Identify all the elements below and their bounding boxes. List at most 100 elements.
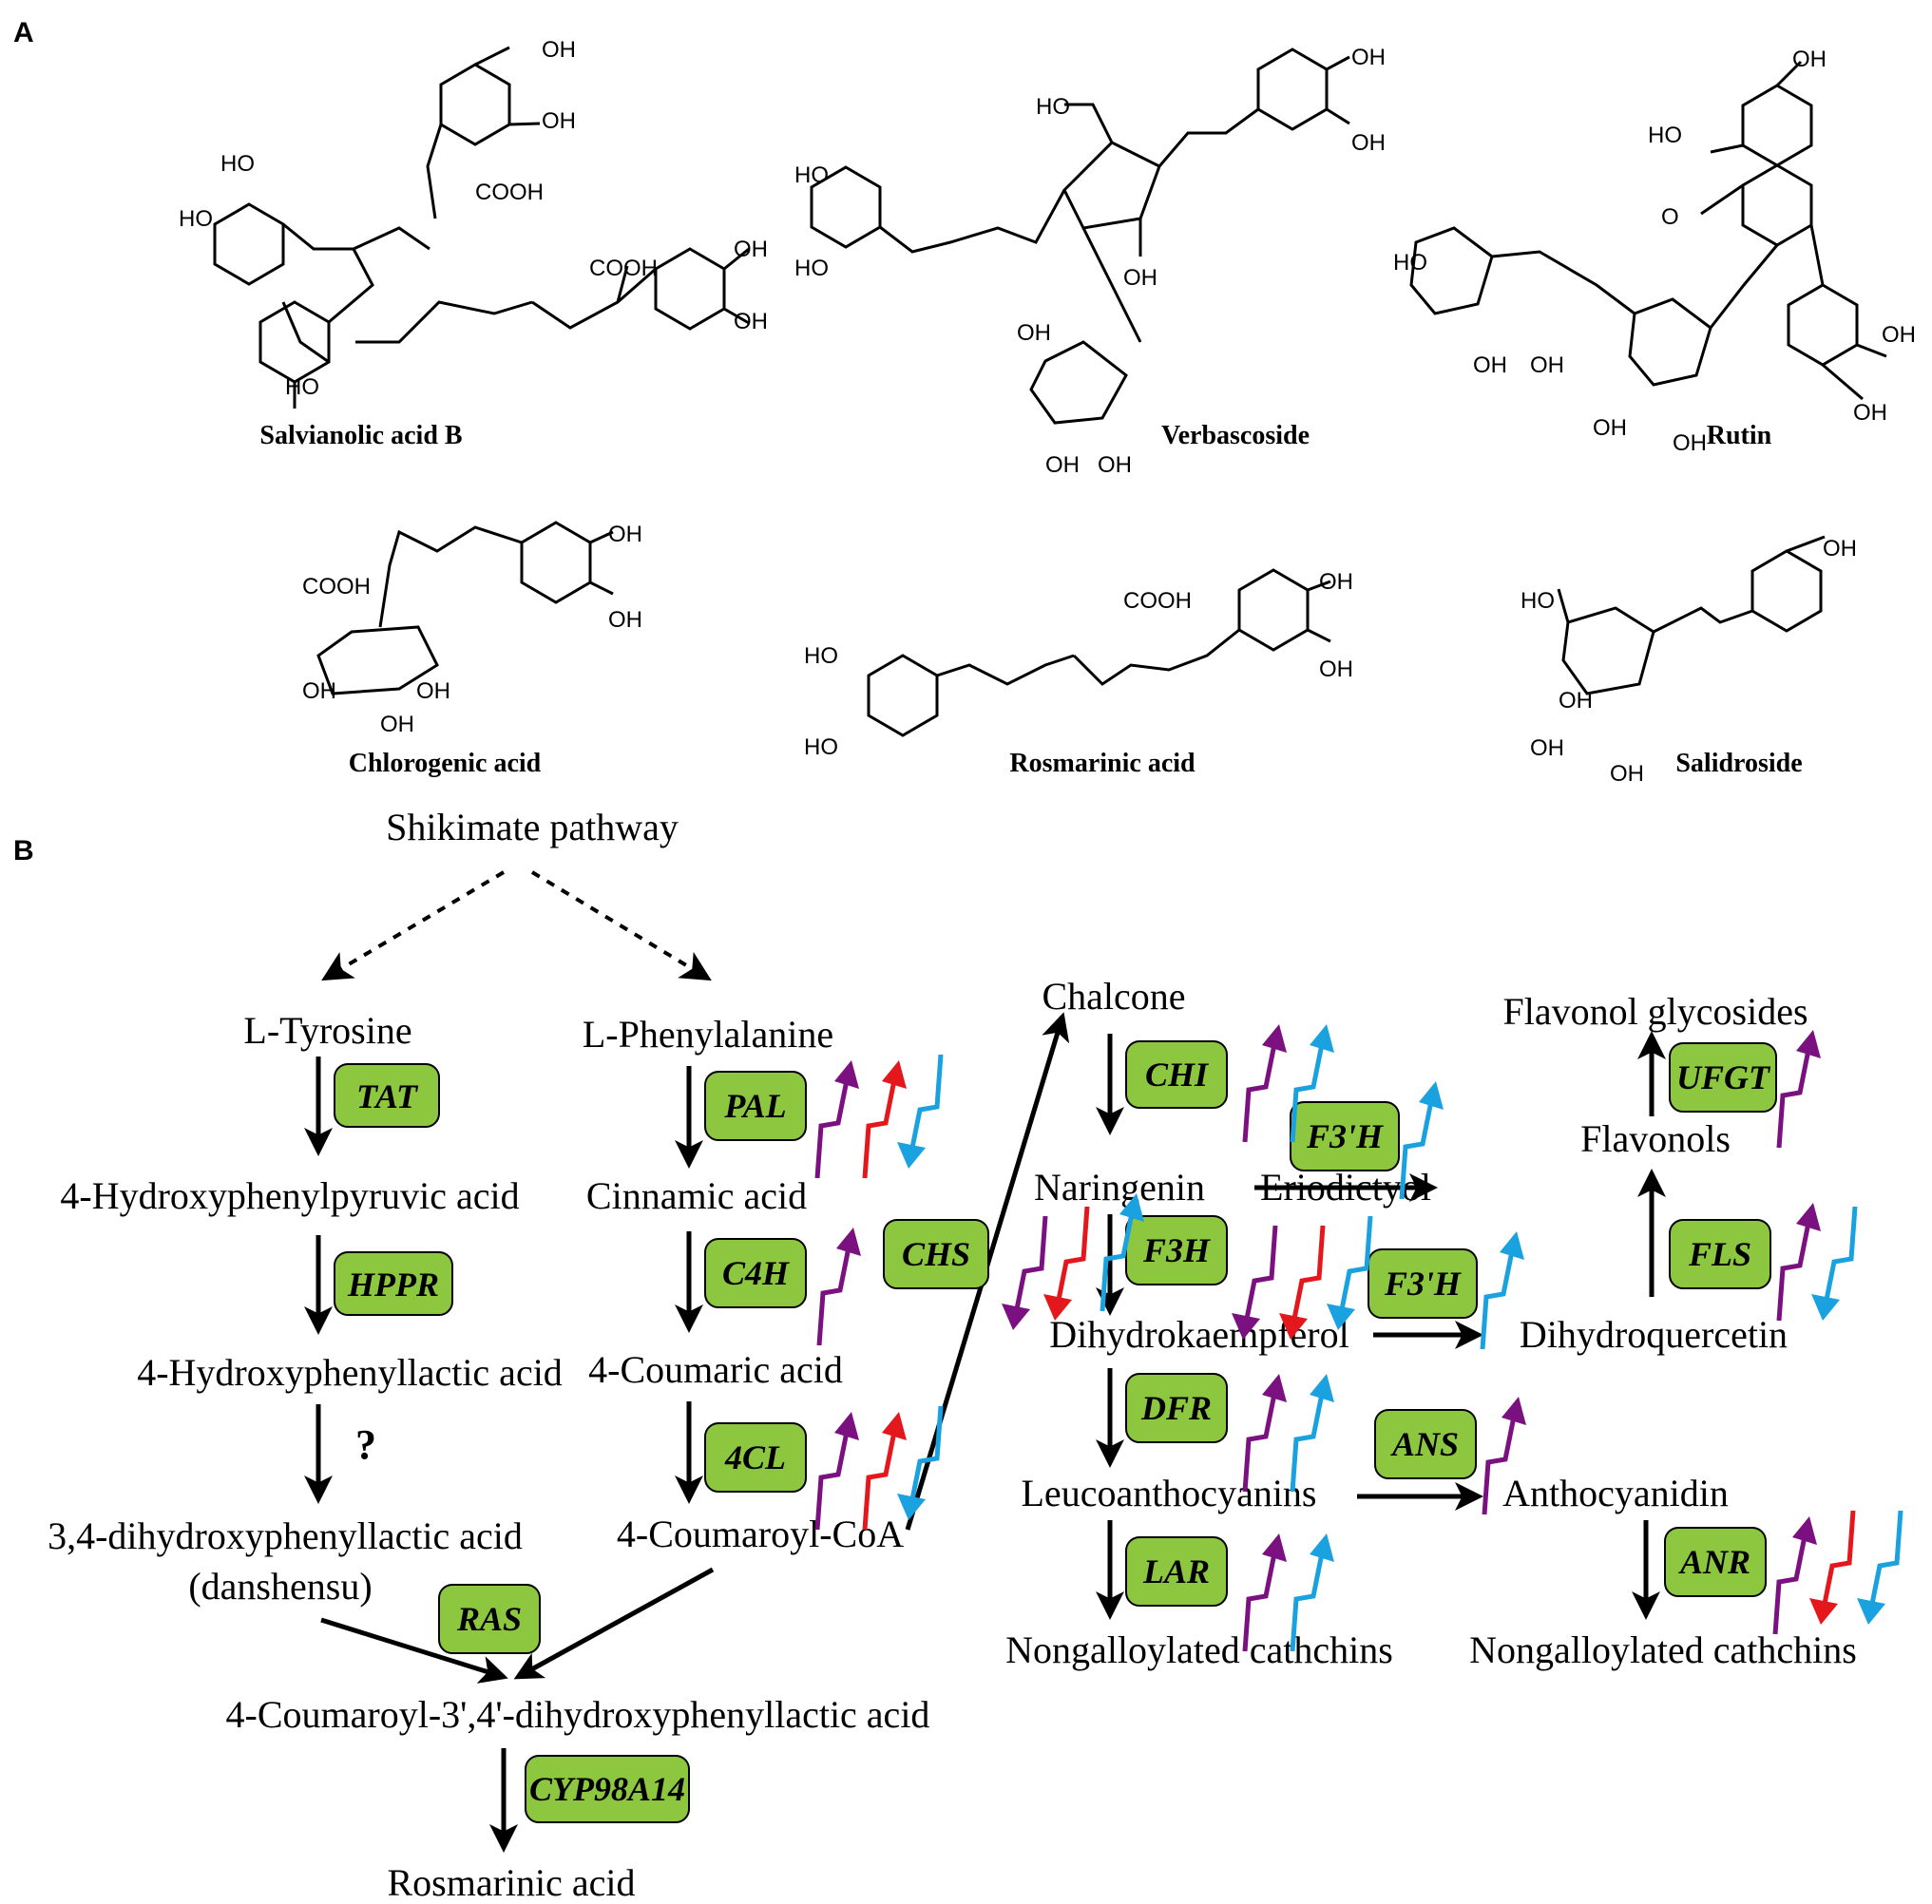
structure-verbascoside: OH OH HO HO HO OH OH OH OH bbox=[794, 45, 1386, 478]
metabolite-label: 3,4-dihydroxyphenyllactic acid bbox=[48, 1514, 523, 1557]
metabolite-label: L-Tyrosine bbox=[243, 1009, 411, 1052]
blue-up-arrow-icon bbox=[1399, 1095, 1435, 1200]
structure-rutin: OH HO O HO OH OH OH OH OH OH bbox=[1393, 47, 1916, 456]
enzyme-chi: CHI bbox=[1125, 1040, 1228, 1109]
enzyme-lar: LAR bbox=[1125, 1536, 1228, 1607]
svg-text:ANR: ANR bbox=[1678, 1543, 1750, 1581]
blue-up-arrow-icon bbox=[1290, 1038, 1326, 1143]
atom-oh: OH bbox=[302, 678, 336, 704]
purple-up-arrow-icon bbox=[816, 1242, 852, 1346]
purple-up-arrow-icon bbox=[814, 1426, 851, 1531]
blue-arrowhead-icon bbox=[1327, 1304, 1355, 1330]
atom-o: O bbox=[1661, 204, 1679, 230]
red-arrowhead-icon bbox=[882, 1412, 907, 1440]
red-arrowhead-icon bbox=[1809, 1598, 1838, 1625]
atom-oh: OH bbox=[1530, 735, 1564, 761]
purple-arrowhead-icon bbox=[1796, 1030, 1821, 1058]
atom-oh: OH bbox=[1098, 452, 1132, 478]
purple-up-arrow-icon bbox=[1772, 1531, 1808, 1635]
atom-oh: OH bbox=[1351, 130, 1386, 156]
atom-oh: OH bbox=[380, 712, 414, 737]
purple-arrowhead-icon bbox=[1262, 1374, 1287, 1402]
atom-oh: OH bbox=[1882, 322, 1916, 348]
unknown-step-mark: ? bbox=[355, 1421, 376, 1468]
structure-chlorogenic-acid: OH OH COOH OH OH OH bbox=[302, 521, 642, 737]
atom-ho: HO bbox=[1393, 250, 1427, 276]
red-arrowhead-icon bbox=[1043, 1294, 1072, 1321]
metabolite-label: Leucoanthocyanins bbox=[1022, 1472, 1317, 1514]
enzyme-hppr: HPPR bbox=[334, 1251, 453, 1316]
enzyme-pal: PAL bbox=[704, 1071, 807, 1141]
blue-arrowhead-icon bbox=[1500, 1231, 1524, 1260]
enzyme-f3ph-2: F3'H bbox=[1368, 1248, 1478, 1319]
atom-oh: OH bbox=[1319, 657, 1353, 682]
blue-up-arrow-icon bbox=[1290, 1548, 1326, 1652]
purple-arrowhead-icon bbox=[1262, 1533, 1287, 1562]
enzyme-ans: ANS bbox=[1374, 1409, 1477, 1479]
svg-text:LAR: LAR bbox=[1142, 1552, 1210, 1590]
structure-salvianolic-acid-b: OH OH COOH HO HO HO COOH OH OH bbox=[179, 37, 768, 409]
enzyme-dfr: DFR bbox=[1125, 1373, 1228, 1443]
blue-arrowhead-icon bbox=[1119, 1193, 1144, 1222]
atom-oh: OH bbox=[416, 678, 450, 704]
blue-down-arrow-icon bbox=[1867, 1510, 1903, 1614]
purple-up-arrow-icon bbox=[1242, 1388, 1278, 1493]
purple-down-arrow-icon bbox=[1012, 1215, 1048, 1320]
enzyme-4cl: 4CL bbox=[704, 1422, 807, 1493]
svg-text:CHS: CHS bbox=[902, 1235, 970, 1273]
purple-down-arrow-icon bbox=[1242, 1225, 1278, 1329]
atom-oh: OH bbox=[1351, 45, 1386, 70]
red-up-arrow-icon bbox=[862, 1426, 898, 1531]
structure-salidroside: OH HO OH OH OH bbox=[1521, 535, 1857, 787]
metabolite-label: Nongalloylated cathchins bbox=[1005, 1628, 1393, 1671]
atom-oh: OH bbox=[1319, 569, 1353, 595]
metabolite-label: Flavonol glycosides bbox=[1502, 990, 1808, 1033]
blue-down-arrow-icon bbox=[908, 1054, 944, 1158]
blue-arrowhead-icon bbox=[1857, 1598, 1885, 1625]
atom-oh: OH bbox=[1823, 536, 1857, 562]
blue-arrowhead-icon bbox=[1310, 1024, 1334, 1053]
atom-oh: OH bbox=[1853, 400, 1887, 426]
atom-oh: OH bbox=[1593, 415, 1627, 441]
blue-arrowhead-icon bbox=[897, 1142, 926, 1169]
panel-a: A OH OH COOH HO HO HO COOH bbox=[13, 17, 1916, 787]
svg-text:ANS: ANS bbox=[1390, 1425, 1459, 1463]
compound-name: Rosmarinic acid bbox=[1009, 749, 1196, 778]
structure-rosmarinic-acid: OH OH COOH HO HO bbox=[804, 568, 1353, 760]
purple-up-arrow-icon bbox=[1776, 1044, 1812, 1149]
metabolite-label: Chalcone bbox=[1042, 975, 1185, 1018]
red-down-arrow-icon bbox=[1820, 1510, 1856, 1614]
atom-ho: HO bbox=[285, 374, 319, 400]
expression-indicators bbox=[814, 1024, 1903, 1652]
enzyme-cyp98a14: CYP98A14 bbox=[525, 1755, 690, 1823]
purple-arrowhead-icon bbox=[1262, 1024, 1287, 1053]
metabolite-label: Shikimate pathway bbox=[386, 806, 679, 848]
metabolite-label: Naringenin bbox=[1034, 1166, 1205, 1209]
svg-text:4CL: 4CL bbox=[724, 1438, 786, 1476]
red-down-arrow-icon bbox=[1054, 1206, 1090, 1310]
atom-oh: OH bbox=[1673, 430, 1707, 456]
metabolite-label: 4-Coumaric acid bbox=[588, 1348, 843, 1391]
atom-oh: OH bbox=[608, 522, 642, 547]
metabolite-label: L-Phenylalanine bbox=[583, 1013, 833, 1056]
red-arrowhead-icon bbox=[1279, 1313, 1308, 1340]
compound-name: Salidroside bbox=[1675, 749, 1802, 778]
svg-text:DFR: DFR bbox=[1140, 1389, 1212, 1427]
purple-up-arrow-icon bbox=[1482, 1411, 1518, 1515]
purple-arrowhead-icon bbox=[836, 1228, 861, 1256]
metabolite-label: Flavonols bbox=[1580, 1117, 1731, 1160]
atom-ho: HO bbox=[794, 256, 829, 281]
svg-text:RAS: RAS bbox=[456, 1600, 522, 1638]
metabolite-label: 4-Hydroxyphenyllactic acid bbox=[137, 1351, 563, 1394]
metabolite-label: Cinnamic acid bbox=[586, 1174, 807, 1217]
red-down-arrow-icon bbox=[1290, 1225, 1326, 1329]
metabolite-label: Nongalloylated cathchins bbox=[1469, 1628, 1857, 1671]
atom-ho: HO bbox=[804, 643, 838, 669]
enzyme-fls: FLS bbox=[1669, 1219, 1771, 1289]
metabolite-label: 4-Hydroxyphenylpyruvic acid bbox=[60, 1174, 519, 1217]
blue-arrowhead-icon bbox=[1310, 1374, 1334, 1402]
svg-text:PAL: PAL bbox=[723, 1087, 786, 1125]
svg-text:TAT: TAT bbox=[356, 1077, 419, 1115]
blue-up-arrow-icon bbox=[1290, 1388, 1326, 1493]
